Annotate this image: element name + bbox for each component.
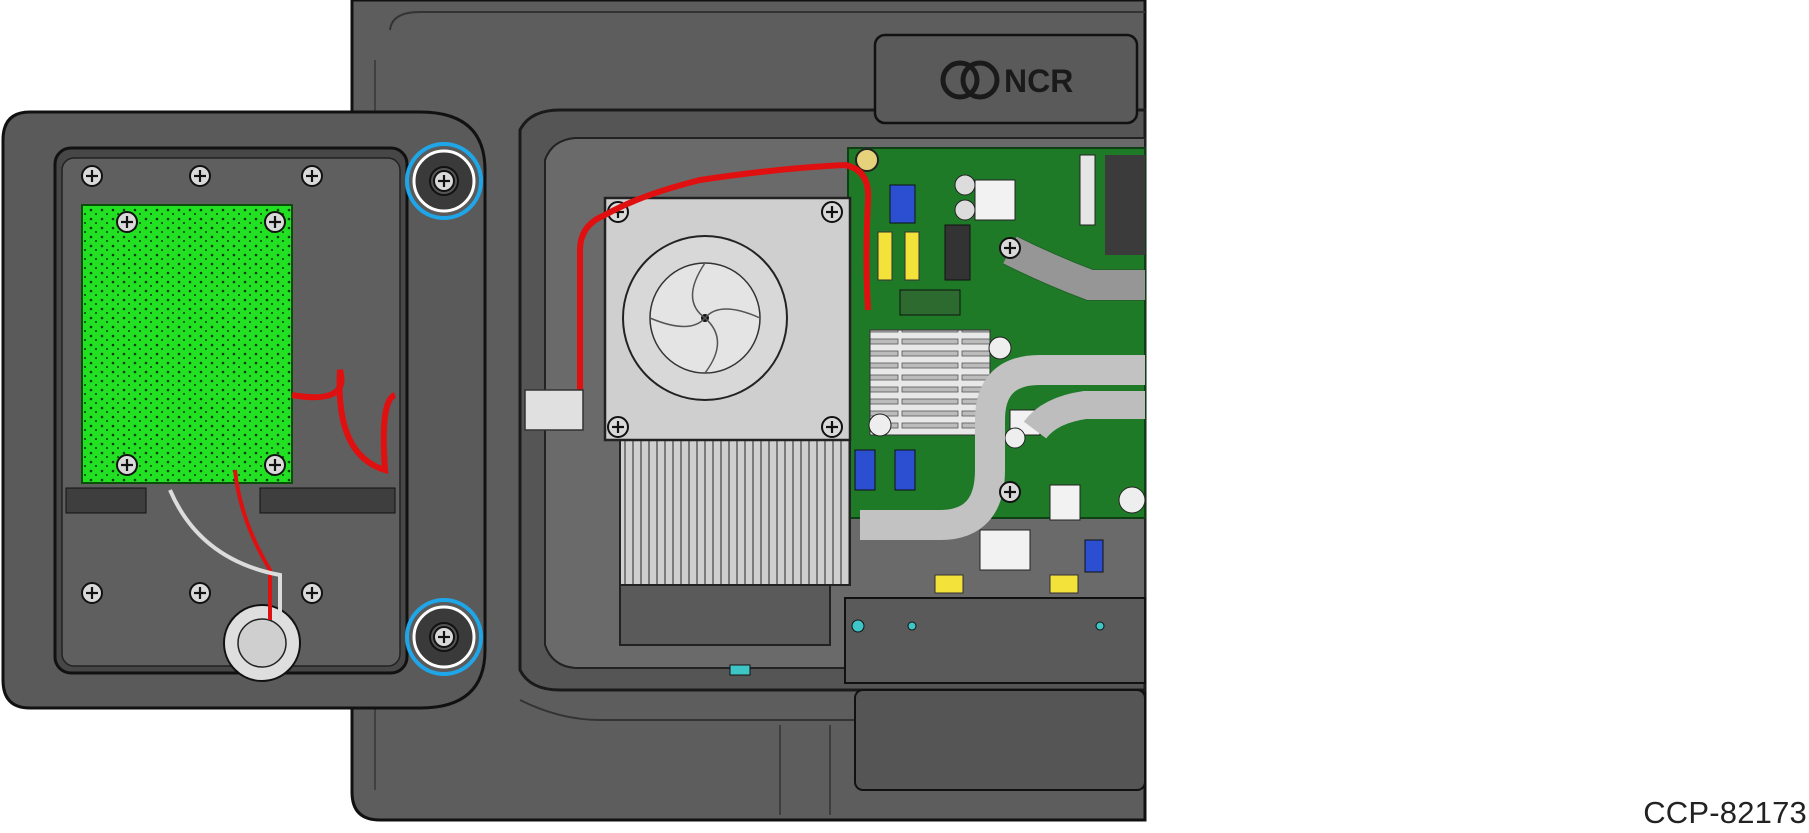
screw-icon bbox=[820, 200, 844, 224]
screw-icon bbox=[820, 415, 844, 439]
screw-icon bbox=[300, 581, 324, 605]
screw-icon bbox=[432, 625, 456, 649]
speaker-icon bbox=[223, 604, 301, 682]
screw-icon bbox=[188, 164, 212, 188]
screw-icon bbox=[263, 210, 287, 234]
highlighted-screw-top[interactable] bbox=[405, 142, 483, 220]
fan-icon bbox=[622, 235, 788, 401]
screw-icon bbox=[998, 480, 1022, 504]
cpu-cooler bbox=[603, 196, 852, 646]
bottom-rail bbox=[729, 597, 1146, 791]
screw-icon bbox=[432, 169, 456, 193]
heat-pipes bbox=[860, 235, 1145, 540]
screw-icon bbox=[263, 453, 287, 477]
screw-icon bbox=[115, 453, 139, 477]
screw-icon bbox=[80, 581, 104, 605]
panel-hardware bbox=[65, 164, 397, 682]
daughter-board bbox=[81, 204, 293, 484]
figure-caption: CCP-82173 bbox=[1643, 795, 1807, 830]
screw-icon bbox=[115, 210, 139, 234]
screw-icon bbox=[300, 164, 324, 188]
screw-icon bbox=[80, 164, 104, 188]
screw-icon bbox=[188, 581, 212, 605]
screw-icon bbox=[606, 415, 630, 439]
ncr-logo-text: NCR bbox=[1004, 63, 1073, 99]
ncr-logo-badge: NCR bbox=[873, 33, 1139, 125]
ncr-logo-icon bbox=[940, 60, 1000, 100]
screw-icon bbox=[998, 236, 1022, 260]
highlighted-screw-bottom[interactable] bbox=[405, 598, 483, 676]
red-cable-main bbox=[525, 161, 872, 403]
